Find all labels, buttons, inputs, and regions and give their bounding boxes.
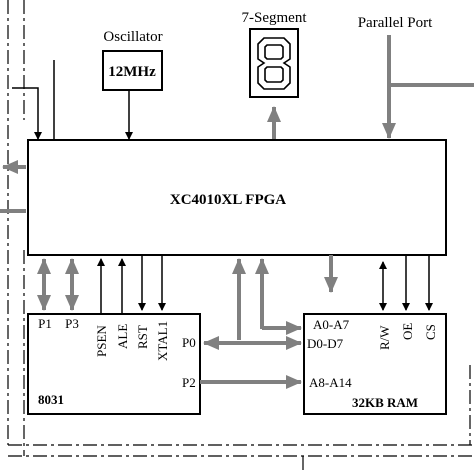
mcu-box — [27, 313, 201, 415]
mcu-pin-psen: PSEN — [94, 325, 109, 357]
mcu-pin-ale: ALE — [115, 324, 130, 349]
oscillator-title: Oscillator — [103, 29, 162, 45]
ram-pin-cs: CS — [423, 324, 438, 340]
board-outline — [7, 0, 474, 474]
seven-segment-digit-icon — [257, 37, 291, 90]
ram-pin-d0-d7: D0-D7 — [307, 336, 344, 351]
ram-box — [303, 313, 447, 415]
fpga-label: XC4010XL FPGA — [170, 192, 286, 208]
mcu-label: 8031 — [38, 392, 64, 407]
seven-segment-box — [249, 28, 299, 98]
ram-pin-a8-a14: A8-A14 — [309, 375, 352, 390]
mcu-pin-p0: P0 — [182, 335, 196, 350]
mcu-pin-p3: P3 — [65, 316, 79, 331]
ram-pin-a0-a7: A0-A7 — [313, 317, 350, 332]
top-left-line-1 — [12, 87, 42, 140]
oscillator-box — [102, 50, 163, 91]
mcu-pin-p1: P1 — [38, 316, 52, 331]
mcu-pin-rst: RST — [135, 325, 150, 349]
oscillator-frequency: 12MHz — [108, 64, 156, 80]
ram-pin-rw: R/W — [377, 325, 392, 350]
mcu-pin-p2: P2 — [182, 375, 196, 390]
fpga-box — [27, 139, 447, 256]
ram-label: 32KB RAM — [352, 395, 418, 410]
parallel-port-title: Parallel Port — [358, 15, 433, 31]
seven-segment-title: 7-Segment — [242, 10, 308, 26]
mcu-pin-xtal1: XTAL1 — [155, 321, 170, 361]
ram-pin-oe: OE — [400, 323, 415, 340]
